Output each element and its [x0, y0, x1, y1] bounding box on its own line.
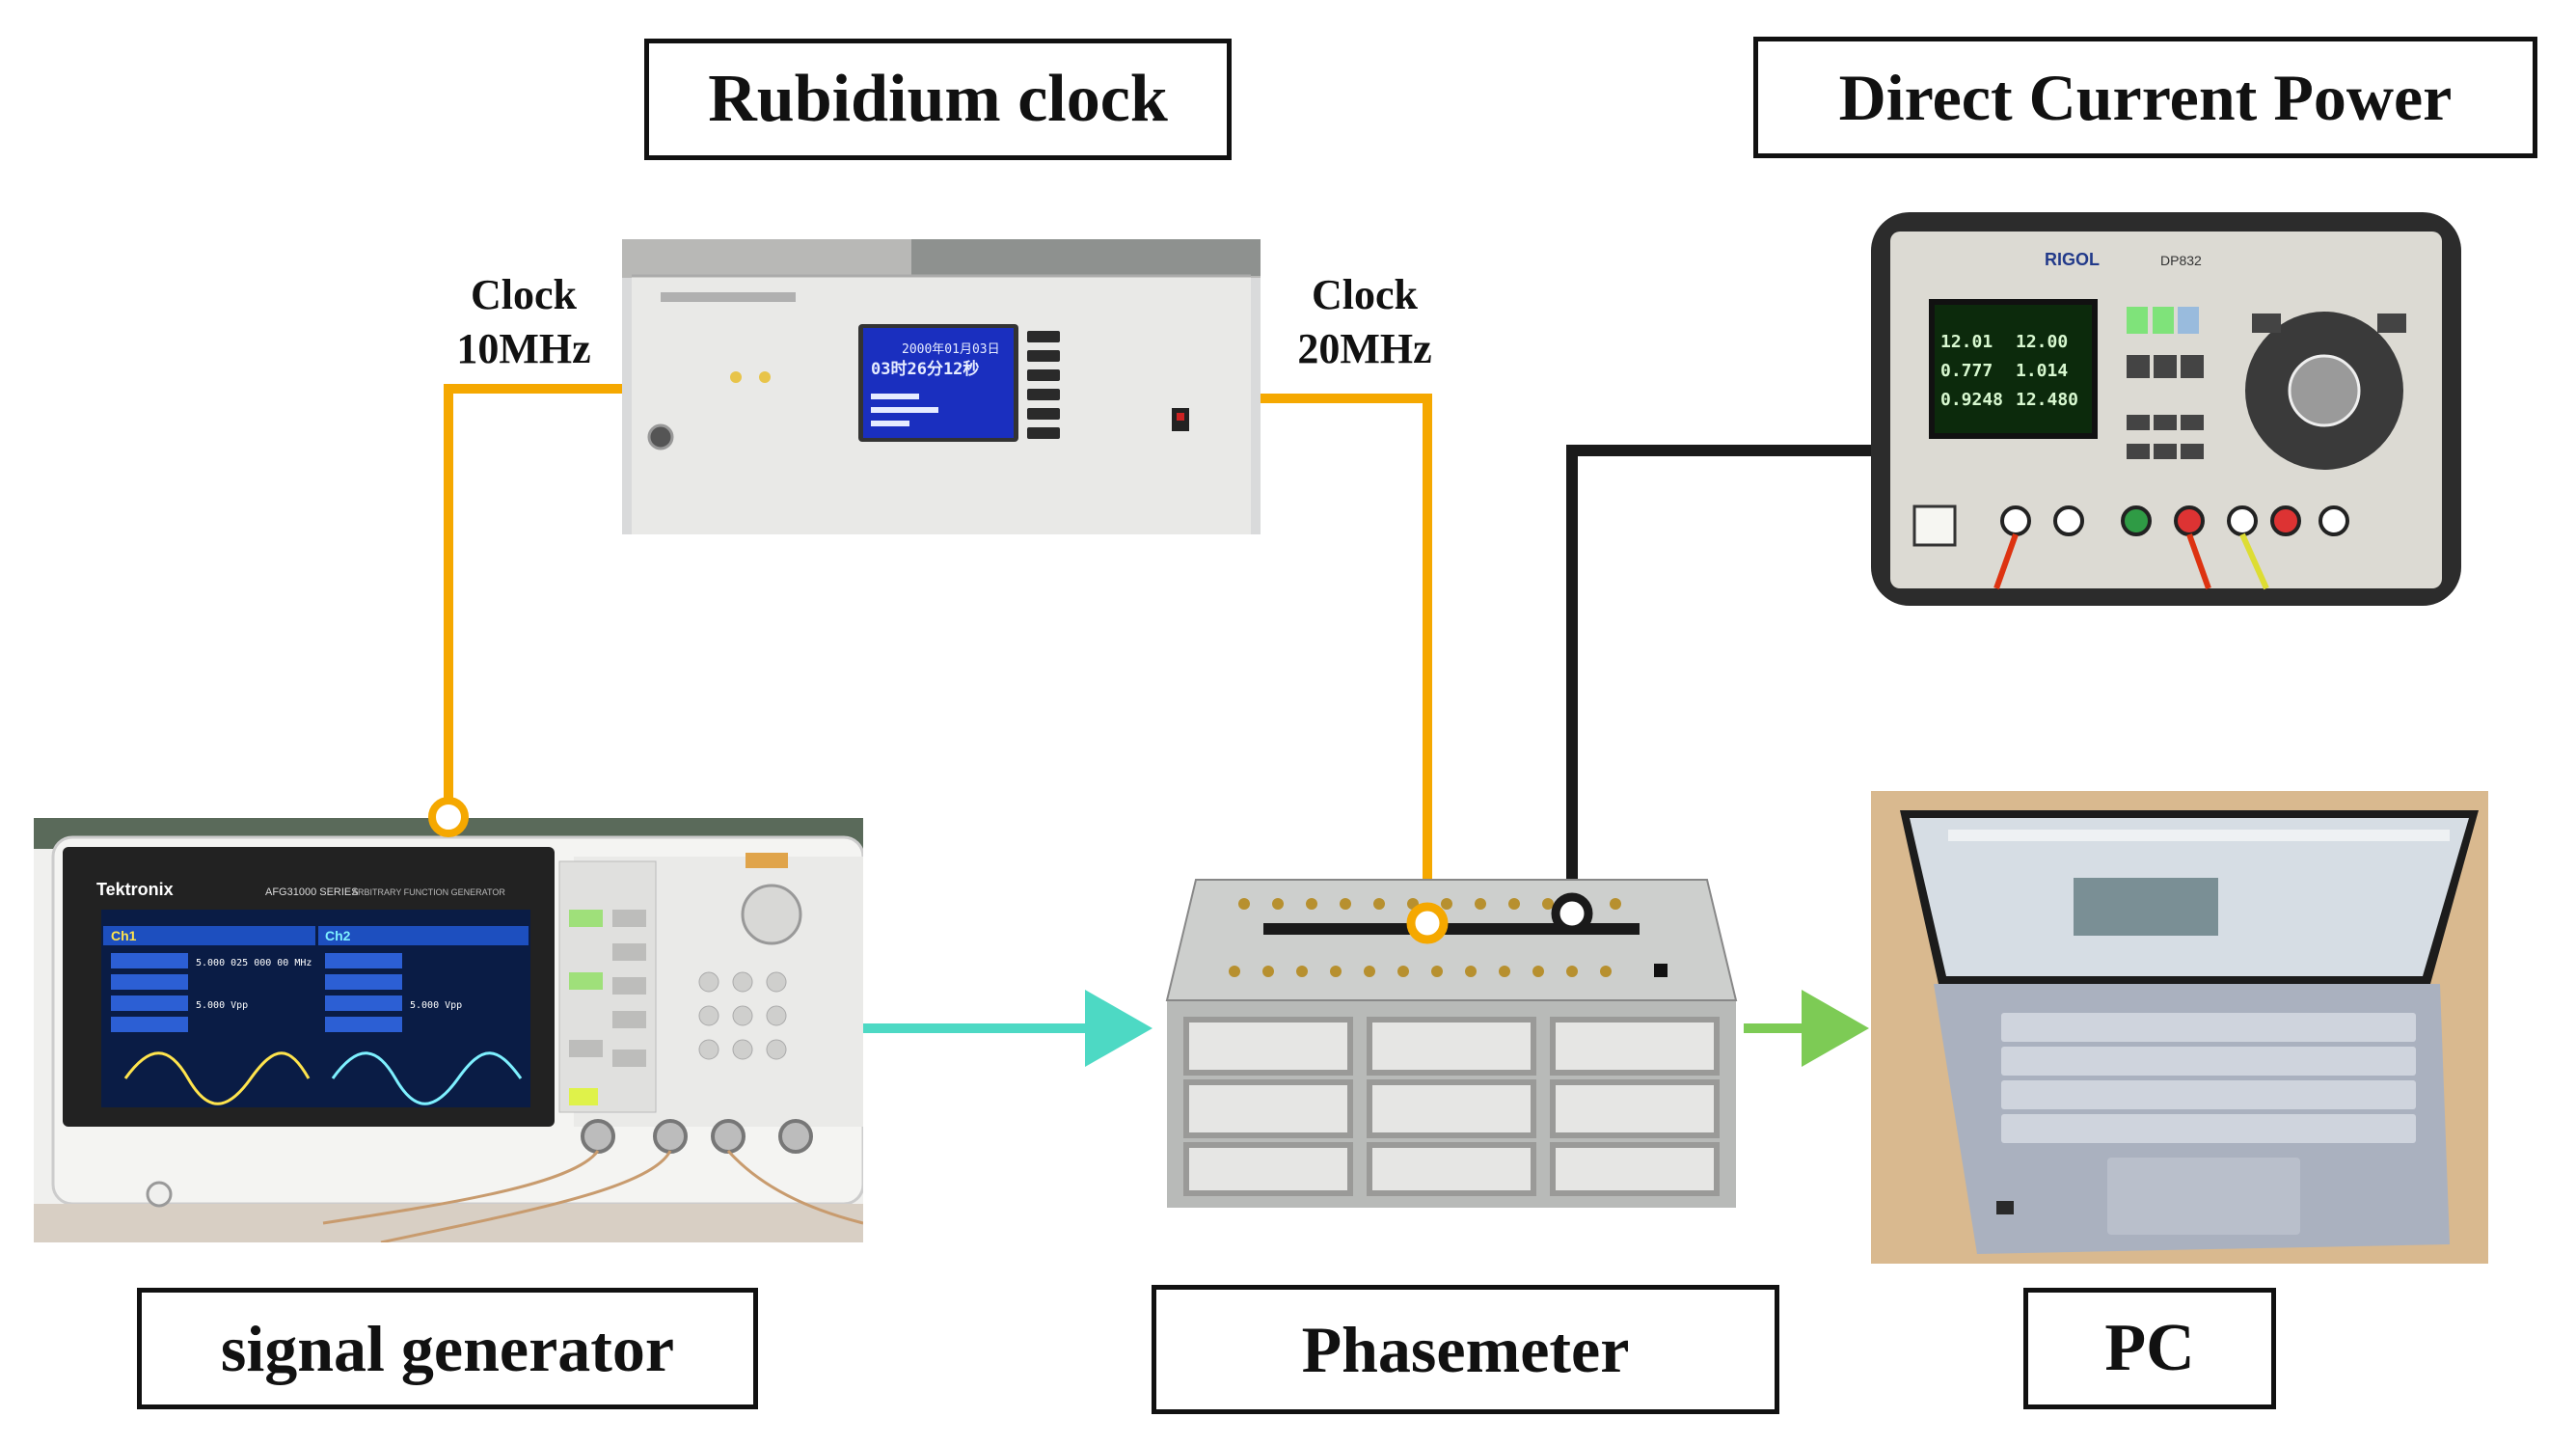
psu-reading-3: 0.777 [1940, 361, 1993, 381]
rubidium-date-text: 2000年01月03日 [902, 342, 1000, 357]
psu-model-text: DP832 [2160, 253, 2202, 268]
dc-power-supply-image: RIGOL DP832 12.01 12.00 0.777 1.014 0.92… [1871, 212, 2461, 606]
phasemeter-label: Phasemeter [1152, 1285, 1779, 1414]
psu-reading-2: 12.00 [2016, 332, 2068, 352]
awg-ch1-label: Ch1 [111, 928, 137, 943]
dc-power-line [1566, 445, 1876, 913]
awg-ch1-freq: 5.000 025 000 00 MHz [196, 958, 312, 968]
clock-10mhz-label: Clock 10MHz [447, 268, 601, 376]
awg-brand-text: Tektronix [96, 880, 174, 899]
awg-ch1-amp: 5.000 Vpp [196, 1000, 248, 1011]
rubidium-clock-drawing: 2000年01月03日 03时26分12秒 [622, 239, 1261, 534]
dc-power-label: Direct Current Power [1753, 37, 2537, 158]
psu-reading-1: 12.01 [1940, 332, 1993, 352]
clock-20mhz-line [1260, 394, 1432, 923]
clock-10mhz-port [428, 797, 469, 837]
psu-reading-5: 0.9248 [1940, 390, 2003, 410]
dc-power-port [1551, 892, 1593, 935]
clock-20mhz-line1: Clock [1312, 271, 1418, 318]
psu-brand-text: RIGOL [2045, 250, 2100, 269]
clock-20mhz-line2: 20MHz [1297, 325, 1432, 372]
psu-reading-4: 1.014 [2016, 361, 2068, 381]
rubidium-clock-image: 2000年01月03日 03时26分12秒 [622, 239, 1261, 534]
signal-generator-label: signal generator [137, 1288, 758, 1409]
clock-10mhz-line1: Clock [471, 271, 577, 318]
dc-power-supply-drawing: RIGOL DP832 12.01 12.00 0.777 1.014 0.92… [1871, 212, 2461, 606]
pc-label: PC [2023, 1288, 2276, 1409]
phasemeter-image [1157, 856, 1746, 1217]
clock-20mhz-port [1406, 902, 1449, 944]
psu-reading-6: 12.480 [2016, 390, 2078, 410]
rubidium-clock-text: Rubidium clock [708, 62, 1168, 136]
clock-10mhz-line [444, 384, 627, 817]
pc-laptop-image [1871, 791, 2488, 1264]
phasemeter-drawing [1165, 879, 1738, 1208]
dc-power-text: Direct Current Power [1838, 60, 2453, 134]
awg-ch2-label: Ch2 [325, 928, 351, 943]
signal-generator-text: signal generator [220, 1311, 675, 1385]
signal-generator-drawing: Tektronix AFG31000 SERIES ARBITRARY FUNC… [34, 818, 863, 1242]
pc-laptop-drawing [1900, 810, 2479, 1254]
phasemeter-text: Phasemeter [1301, 1312, 1630, 1386]
pc-text: PC [2104, 1311, 2195, 1385]
awg-subtitle-text: ARBITRARY FUNCTION GENERATOR [352, 887, 505, 897]
awg-model-text: AFG31000 SERIES [265, 886, 359, 898]
clock-20mhz-label: Clock 20MHz [1288, 268, 1442, 376]
rubidium-clock-label: Rubidium clock [644, 39, 1232, 160]
clock-10mhz-line2: 10MHz [456, 325, 591, 372]
rubidium-time-text: 03时26分12秒 [871, 359, 979, 379]
signal-generator-image: Tektronix AFG31000 SERIES ARBITRARY FUNC… [34, 818, 863, 1242]
awg-ch2-amp: 5.000 Vpp [410, 1000, 462, 1011]
